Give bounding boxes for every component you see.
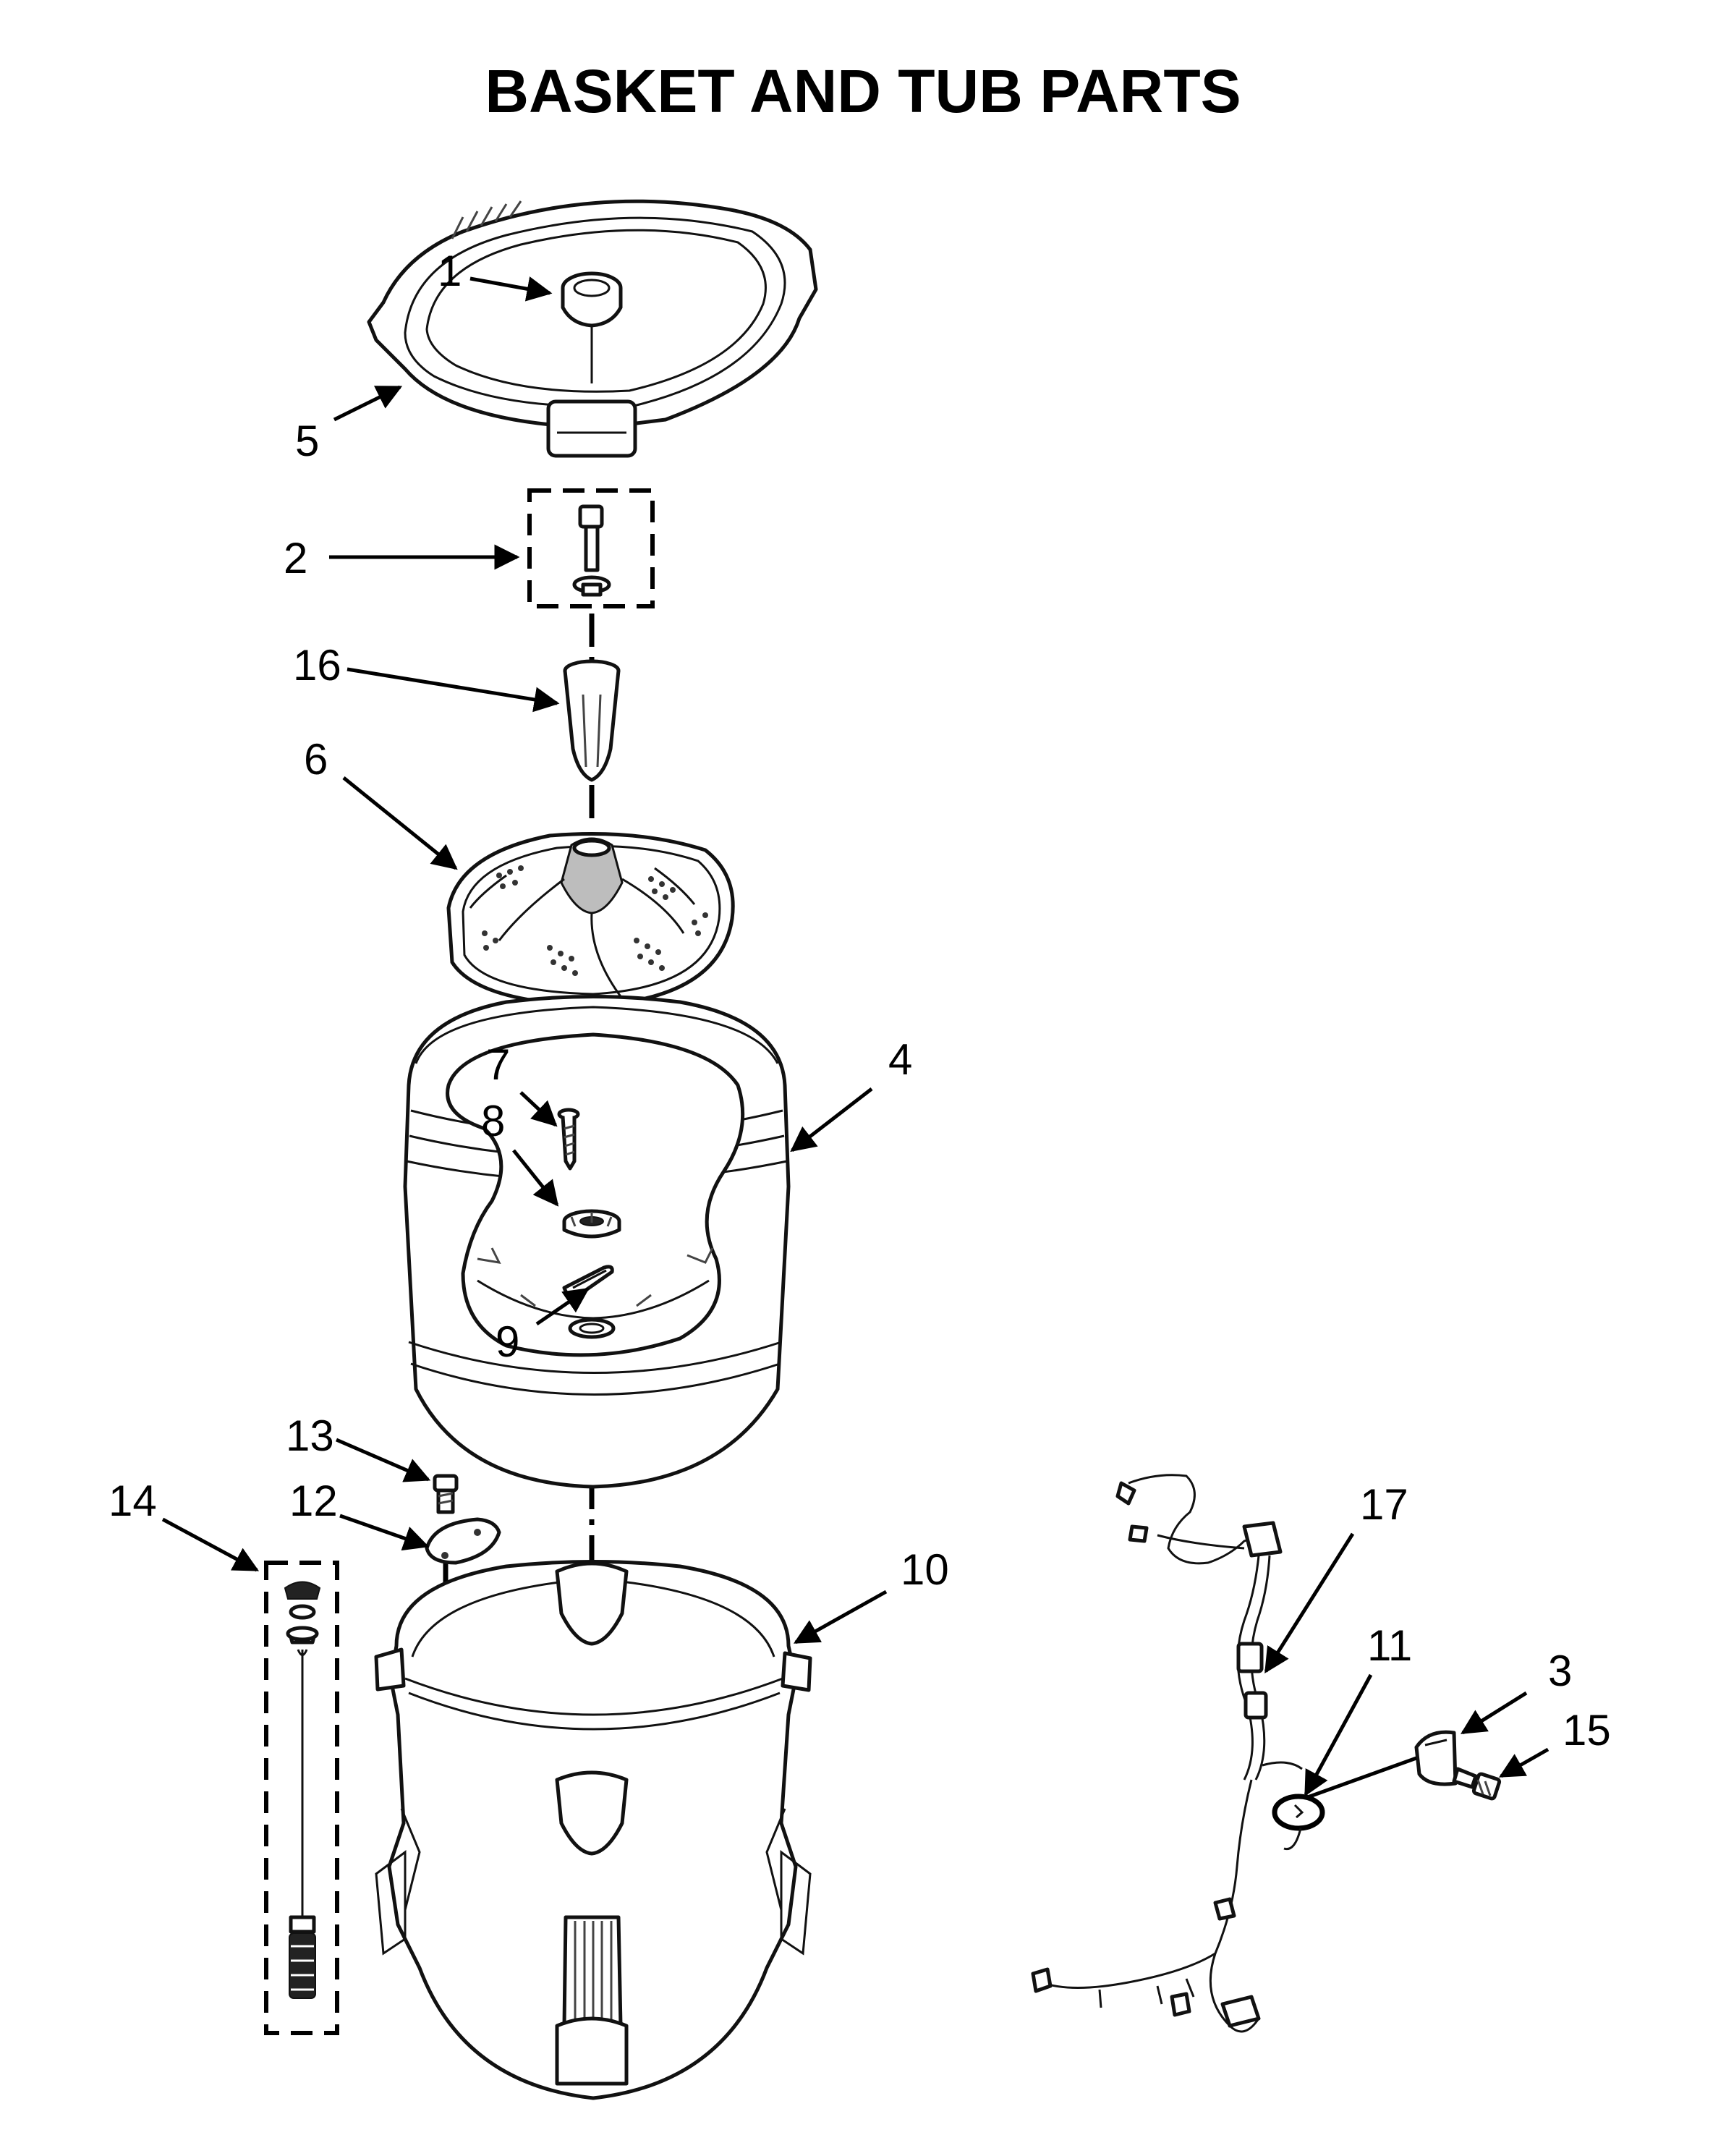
callout-1: 1 — [438, 247, 462, 295]
part-6-impeller — [446, 832, 735, 1008]
part-13-screw — [433, 1474, 459, 1514]
part-4-basket — [403, 995, 791, 1489]
callout-14: 14 — [109, 1477, 157, 1525]
callout-2: 2 — [284, 534, 307, 582]
part-2-bolt-kit — [527, 488, 655, 608]
part-16-center-post — [563, 659, 621, 782]
callout-5: 5 — [295, 417, 319, 465]
part-11-ring — [1272, 1794, 1325, 1851]
callout-8: 8 — [481, 1097, 505, 1145]
part-15-screw — [1452, 1767, 1502, 1801]
part-3-clip-cover — [1305, 1730, 1458, 1800]
callout-9: 9 — [496, 1317, 519, 1366]
callout-10: 10 — [901, 1545, 949, 1594]
callout-11: 11 — [1367, 1621, 1412, 1670]
callout-4: 4 — [888, 1035, 912, 1084]
callout-17: 17 — [1360, 1480, 1408, 1529]
callout-3: 3 — [1548, 1647, 1572, 1695]
callout-16: 16 — [293, 641, 341, 689]
leader-arrows — [161, 276, 1549, 1797]
part-8-hub-nut — [562, 1209, 621, 1239]
callout-6: 6 — [304, 735, 328, 784]
callout-13: 13 — [286, 1412, 334, 1460]
callout-15: 15 — [1563, 1706, 1611, 1754]
part-12-bracket — [425, 1517, 501, 1565]
part-1-cap — [561, 271, 623, 383]
diagram-title: BASKET AND TUB PARTS — [485, 57, 1241, 125]
part-7-screw — [557, 1108, 580, 1171]
part-14-hose-kit — [264, 1561, 339, 2035]
callout-7: 7 — [486, 1040, 510, 1089]
part-17-wire-harness — [1031, 1474, 1303, 2033]
part-10-outer-tub — [374, 1560, 812, 2100]
callout-12: 12 — [289, 1477, 338, 1525]
callout-labels: 1 5 2 16 6 4 7 8 9 13 12 14 10 17 11 3 1… — [109, 247, 1611, 1754]
